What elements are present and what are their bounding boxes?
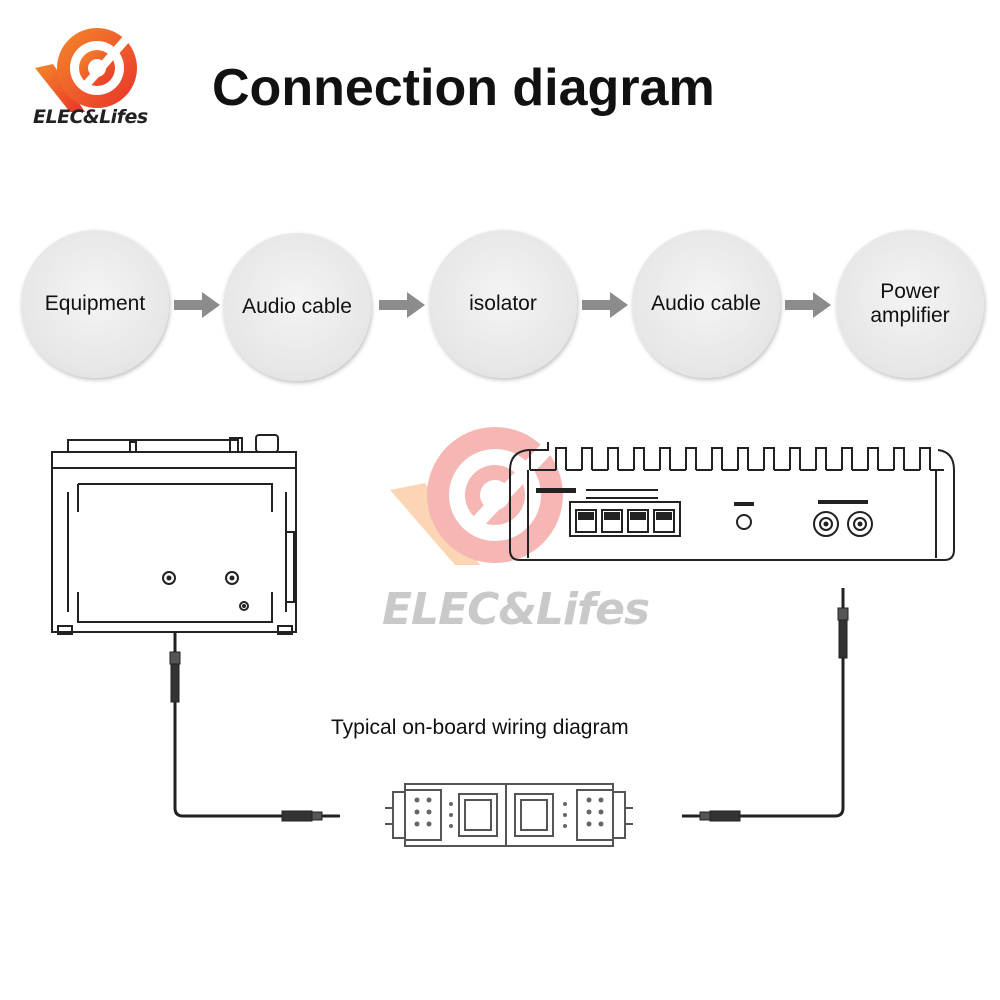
power-amplifier-illustration [509,442,955,561]
logo-text: ELEC&Lifes [33,106,148,128]
right-audio-cable [682,588,849,822]
node-label: isolator [469,291,537,315]
flow-node-power-amplifier: Power amplifier [836,230,984,378]
flow-arrow-3 [582,292,628,318]
flow-node-equipment: Equipment [21,230,169,378]
left-audio-cable [169,632,340,822]
page-title: Connection diagram [212,59,715,117]
flow-node-audio-cable-1: Audio cable [223,233,371,381]
head-unit-illustration [51,434,297,635]
watermark-text: ELEC&Lifes [382,584,650,635]
node-label: Equipment [44,291,146,315]
flow-node-isolator: isolator [429,230,577,378]
node-label: Audio cable [651,291,761,315]
flow-node-audio-cable-2: Audio cable [632,230,780,378]
flow-arrow-1 [174,292,220,318]
node-label-line-1: Power [880,279,940,303]
wiring-caption: Typical on-board wiring diagram [331,716,629,739]
node-label-line-2: amplifier [870,304,950,327]
isolator-board-illustration [385,783,633,847]
flow-arrow-2 [379,292,425,318]
brand-logo [35,28,137,112]
node-label: Audio cable [242,294,352,318]
flow-arrow-4 [785,292,831,318]
